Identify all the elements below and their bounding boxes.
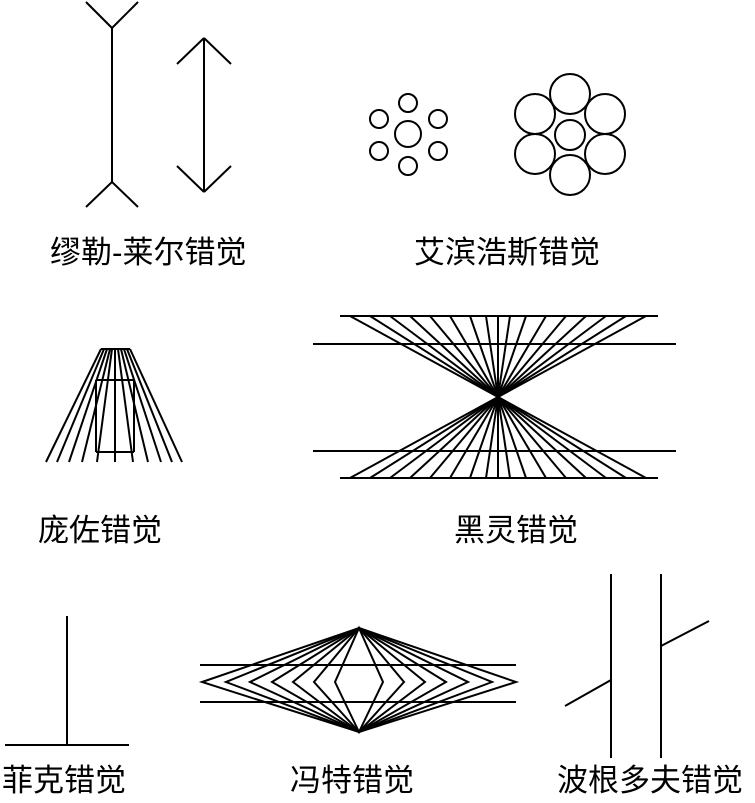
wundt-lozenge <box>333 625 385 735</box>
ebbinghaus-center-left <box>394 120 422 148</box>
hering-figure <box>313 315 676 479</box>
ebbinghaus-small-circle <box>398 156 418 176</box>
ponzo-ray <box>96 348 113 463</box>
muller-lyer-arrow <box>176 37 205 65</box>
muller-lyer-figure <box>85 1 232 208</box>
ponzo-ray <box>123 348 162 463</box>
ponzo-ray <box>45 348 102 463</box>
muller-lyer-arrow <box>203 165 232 193</box>
muller-lyer-arrow <box>176 165 205 193</box>
ebbinghaus-small-circle <box>428 141 448 161</box>
wundt-label: 冯特错觉 <box>290 763 414 799</box>
ebbinghaus-small-circle <box>369 109 389 129</box>
muller-lyer-fin <box>111 1 139 29</box>
ebbinghaus-large-circle <box>549 73 591 115</box>
ponzo-ray <box>56 348 105 463</box>
ebbinghaus-large-circle <box>514 93 556 135</box>
ebbinghaus-label: 艾滨浩斯错觉 <box>414 235 600 271</box>
wundt-lozenge <box>223 626 495 734</box>
ponzo-ray <box>68 348 108 463</box>
ebbinghaus-large-circle <box>584 93 626 135</box>
ponzo-ray <box>126 348 173 463</box>
ponzo-ray <box>117 348 134 463</box>
ebbinghaus-small-circle <box>369 141 389 161</box>
muller-lyer-label: 缪勒-莱尔错觉 <box>50 235 247 271</box>
poggendorff-label: 波根多夫错觉 <box>557 763 743 799</box>
muller-lyer-fin <box>85 1 113 29</box>
ponzo-figure <box>45 348 183 463</box>
hering-ray <box>349 315 647 479</box>
wundt-lozenge <box>198 626 520 734</box>
muller-lyer-fin <box>111 181 139 208</box>
fick-figure <box>5 616 129 746</box>
ebbinghaus-center-right <box>554 119 586 151</box>
ponzo-ray <box>129 348 183 463</box>
ebbinghaus-figure <box>369 73 626 196</box>
ebbinghaus-small-circle <box>398 93 418 113</box>
ebbinghaus-small-circle <box>428 109 448 129</box>
muller-lyer-arrow <box>203 37 232 65</box>
ebbinghaus-large-circle <box>549 154 591 196</box>
wundt-lozenge <box>247 626 471 734</box>
wundt-figure <box>198 625 520 735</box>
ponzo-label: 庞佐错觉 <box>38 513 162 549</box>
ebbinghaus-large-circle <box>514 133 556 175</box>
muller-lyer-fin <box>85 181 113 208</box>
poggendorff-oblique-segment <box>564 679 612 707</box>
wundt-lozenge <box>270 626 448 734</box>
poggendorff-oblique-segment <box>660 620 710 647</box>
hering-label: 黑灵错觉 <box>454 513 578 549</box>
ebbinghaus-large-circle <box>584 133 626 175</box>
fick-label: 菲克错觉 <box>2 763 126 799</box>
poggendorff-figure <box>564 574 710 758</box>
